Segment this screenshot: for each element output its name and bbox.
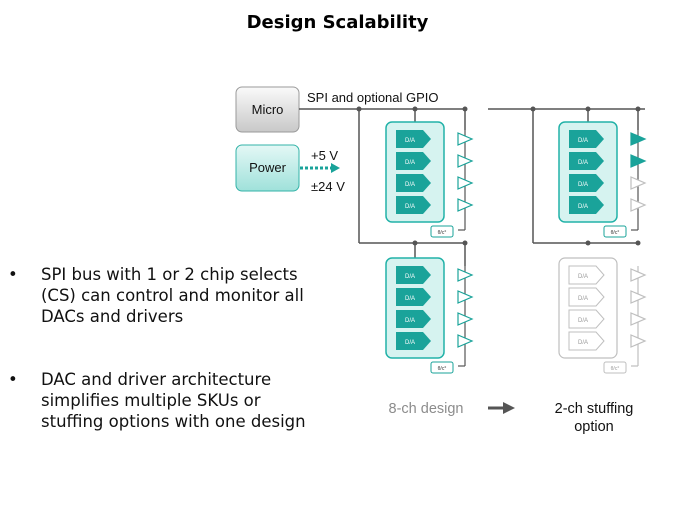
dac-channel: D/A [396,130,474,148]
dac-channel: D/A [396,266,474,284]
svg-text:D/A: D/A [405,274,415,280]
svg-text:D/A: D/A [578,274,588,280]
caption-8ch-design: 8-ch design [389,401,464,417]
dac-channel: D/A [396,174,474,192]
svg-text:D/A: D/A [578,296,588,302]
micro-label: Micro [252,102,284,117]
svg-text:θ/c°: θ/c° [438,366,447,372]
dac-board-bottom-left: D/A D/A D/A D/A θ/c° [385,257,474,374]
temp-sensor-chip [603,361,627,374]
svg-text:θ/c°: θ/c° [438,230,447,236]
svg-text:D/A: D/A [578,318,588,324]
svg-text:D/A: D/A [578,182,588,188]
svg-text:θ/c°: θ/c° [611,230,620,236]
svg-text:D/A: D/A [405,296,415,302]
temp-sensor-chip [430,225,454,238]
dac-channel: D/A [569,130,647,148]
dac-channel: D/A [569,174,647,192]
voltage-5v-label: +5 V [311,148,338,163]
dac-board-top-right: D/A D/A D/A D/A θ/c° [558,121,647,238]
dac-channel: D/A [568,287,647,307]
dac-board-bottom-right-unstuffed: D/A D/A D/A D/A θ/c° [558,257,647,374]
svg-text:D/A: D/A [578,160,588,166]
spi-bus-label: SPI and optional GPIO [307,90,439,105]
voltage-24v-label: ±24 V [311,179,345,194]
dac-channel: D/A [396,288,474,306]
power-block: Power [235,144,300,192]
svg-text:D/A: D/A [405,318,415,324]
svg-text:D/A: D/A [578,340,588,346]
micro-block: Micro [235,86,300,133]
bullet-text: DAC and driver architecture simplifies m… [41,370,306,431]
svg-text:D/A: D/A [578,204,588,210]
svg-text:D/A: D/A [578,138,588,144]
dac-channel: D/A [396,332,474,350]
bullet-marker: • [8,265,18,284]
bullet-text: SPI bus with 1 or 2 chip selects (CS) ca… [41,265,304,326]
dac-channel: D/A [568,309,647,329]
dac-channel: D/A [568,265,647,285]
dac-channel: D/A [569,196,647,214]
dac-channel: D/A [396,310,474,328]
svg-text:D/A: D/A [405,160,415,166]
power-label: Power [249,160,287,175]
svg-text:D/A: D/A [405,182,415,188]
dac-channel: D/A [569,152,647,170]
spi-bus-lines [299,108,645,266]
svg-text:D/A: D/A [405,340,415,346]
dac-channel: D/A [396,152,474,170]
caption-2ch-stuffing-line1: 2-ch stuffing [555,401,634,417]
transition-arrow [488,402,515,414]
temp-sensor-chip [603,225,627,238]
bus-junctions [356,106,641,246]
page-title: Design Scalability [246,12,429,33]
svg-text:D/A: D/A [405,138,415,144]
dac-board-top-left: D/A D/A D/A D/A θ/c° [385,121,474,238]
dac-channel: D/A [396,196,474,214]
svg-text:D/A: D/A [405,204,415,210]
temp-sensor-chip [430,361,454,374]
bullet-marker: • [8,370,18,389]
power-arrow [300,163,340,173]
caption-2ch-stuffing-line2: option [574,419,614,435]
svg-text:θ/c°: θ/c° [611,366,620,372]
dac-channel: D/A [568,331,647,351]
